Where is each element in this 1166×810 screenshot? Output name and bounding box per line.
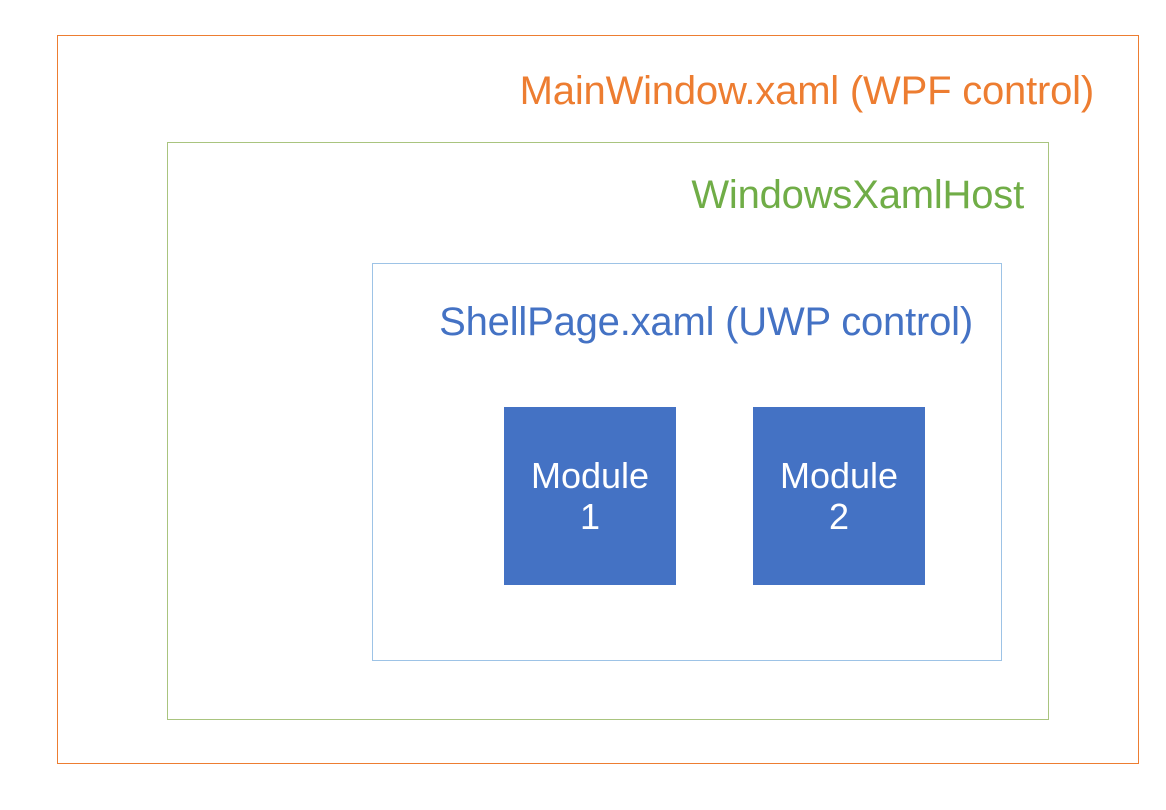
module-tile-2-name: Module bbox=[779, 454, 899, 496]
module-tile-2: Module 2 bbox=[753, 407, 925, 585]
module-row: Module 1 Module 2 bbox=[504, 407, 925, 585]
layer-box-shellpage-uwp: ShellPage.xaml (UWP control) Module 1 Mo… bbox=[372, 263, 1002, 661]
layer-label-shellpage-uwp: ShellPage.xaml (UWP control) bbox=[439, 300, 973, 344]
layer-label-mainwindow-wpf: MainWindow.xaml (WPF control) bbox=[519, 69, 1095, 113]
module-tile-1-name: Module bbox=[530, 454, 650, 496]
layer-label-windowsxamlhost: WindowsXamlHost bbox=[691, 173, 1024, 217]
module-tile-1-number: 1 bbox=[579, 496, 601, 537]
layer-box-mainwindow-wpf: MainWindow.xaml (WPF control) WindowsXam… bbox=[57, 35, 1139, 764]
layer-box-windowsxamlhost: WindowsXamlHost ShellPage.xaml (UWP cont… bbox=[167, 142, 1049, 720]
module-tile-2-number: 2 bbox=[828, 496, 850, 537]
module-tile-1: Module 1 bbox=[504, 407, 676, 585]
